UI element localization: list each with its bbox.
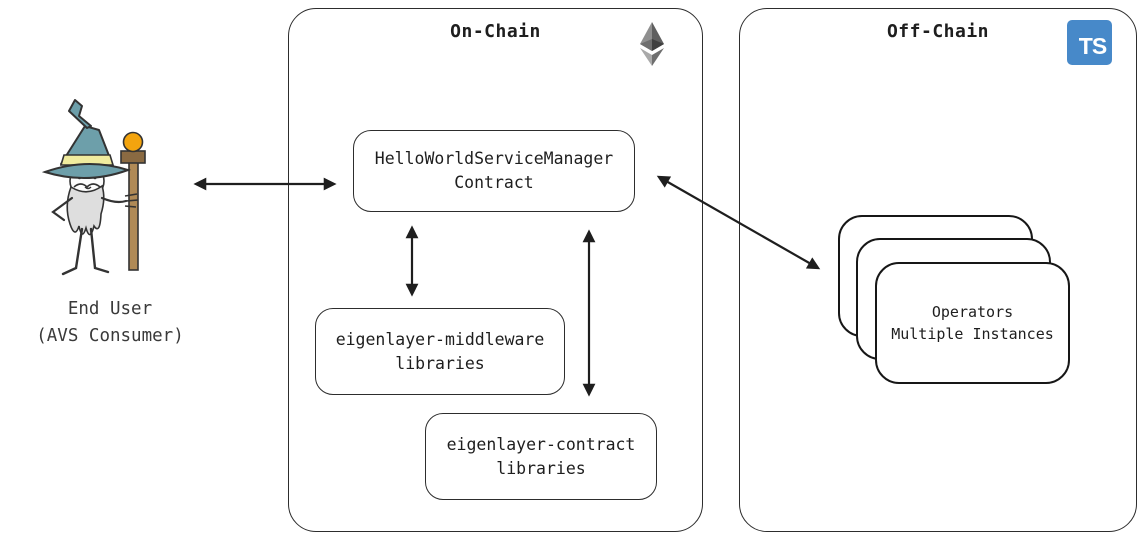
wizard-staff	[128, 161, 139, 271]
service-manager-line1: HelloWorldServiceManager	[374, 149, 614, 169]
middleware-line2: libraries	[395, 353, 485, 373]
operators-line1: Operators	[931, 302, 1014, 321]
end-user-line1: End User	[67, 299, 153, 319]
wizard-staff-orb	[122, 131, 144, 153]
typescript-icon: TS	[1067, 20, 1112, 65]
middleware-line1: eigenlayer-middleware	[335, 329, 545, 349]
operators-line2: Multiple Instances	[891, 325, 1054, 343]
service-manager-contract-node: HelloWorldServiceManager Contract	[353, 130, 635, 212]
service-manager-line2: Contract	[454, 173, 534, 192]
wizard-end-user-illustration	[41, 99, 146, 276]
eigenlayer-middleware-node: eigenlayer-middleware libraries	[315, 308, 565, 395]
ethereum-icon	[640, 22, 664, 66]
end-user-line2: (AVS Consumer)	[36, 326, 184, 347]
end-user-label: End User (AVS Consumer)	[10, 296, 210, 350]
contract-libraries-line2: libraries	[496, 458, 586, 478]
typescript-icon-label: TS	[1078, 32, 1107, 59]
wizard-beard	[66, 184, 105, 236]
off-chain-container: Off-Chain	[739, 8, 1137, 532]
off-chain-label: Off-Chain	[886, 21, 990, 42]
operators-card-front: Operators Multiple Instances	[875, 262, 1070, 384]
contract-libraries-line1: eigenlayer-contract	[446, 434, 636, 454]
eigenlayer-contract-node: eigenlayer-contract libraries	[425, 413, 657, 500]
on-chain-label: On-Chain	[450, 21, 541, 42]
